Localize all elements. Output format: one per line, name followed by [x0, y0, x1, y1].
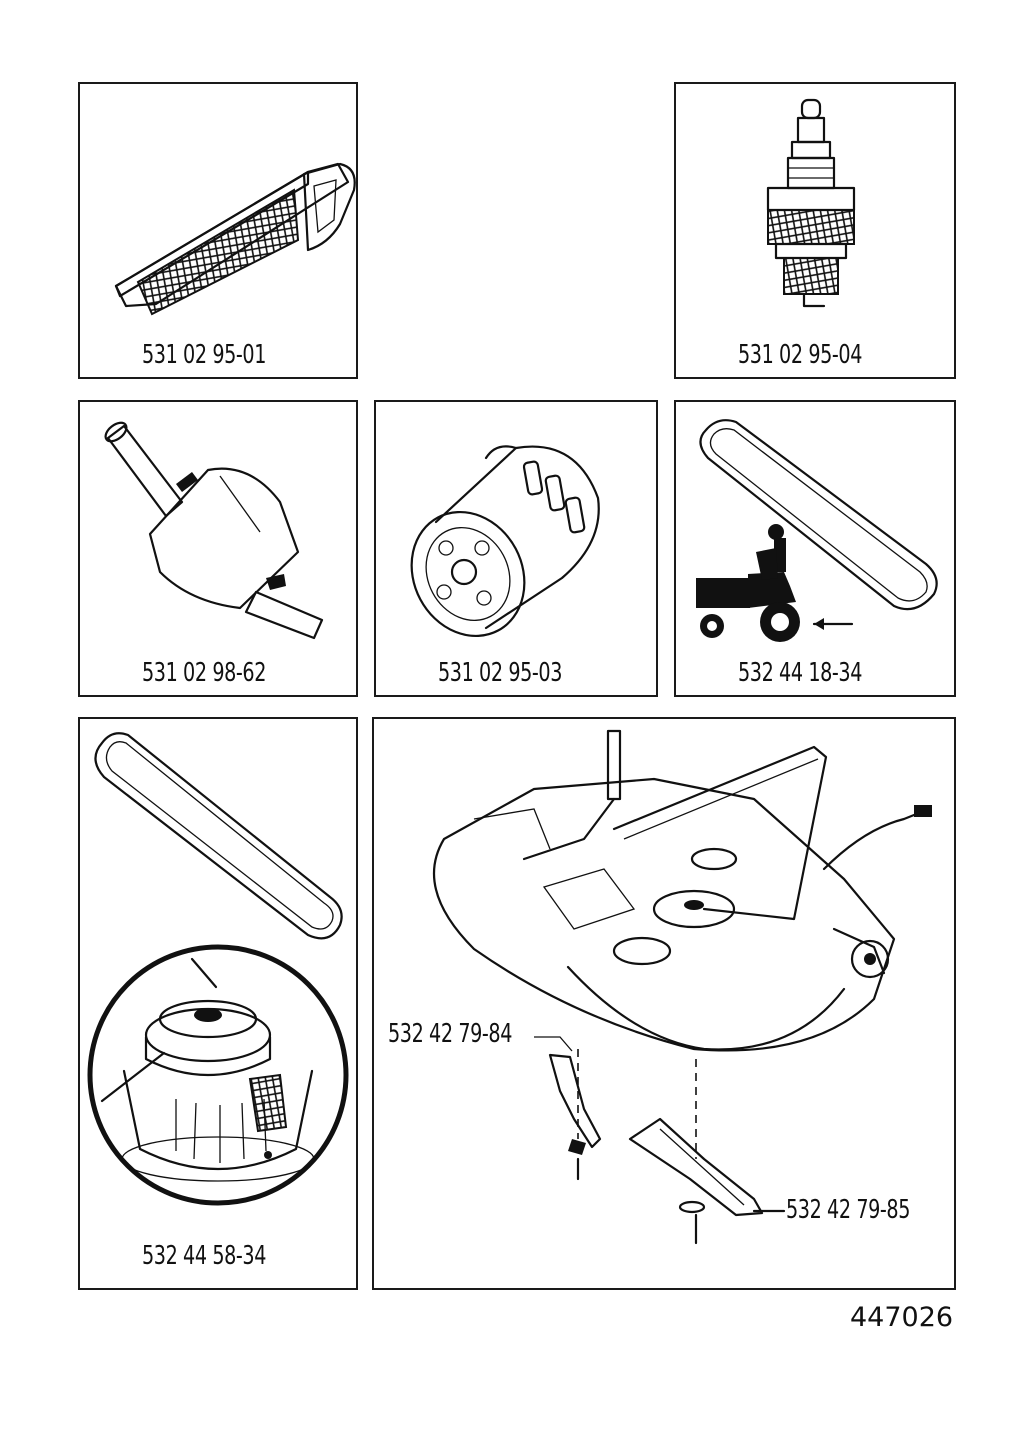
belt-icon [696, 419, 938, 642]
part-number-blade-left: 532 42 79-84 [388, 1019, 512, 1049]
pulley-icon [87, 732, 349, 1206]
part-number-oil-filter: 531 02 95-03 [438, 658, 562, 688]
panel-oil-filter: 531 02 95-03 [374, 400, 658, 697]
part-number-fuel-filter: 531 02 98-62 [142, 658, 266, 688]
part-number-spark-plug: 531 02 95-04 [738, 340, 862, 370]
spark-plug-icon [766, 98, 856, 308]
mower-deck-icon [432, 729, 932, 1245]
panel-mower-deck: 532 42 79-84 532 42 79-85 [372, 717, 956, 1290]
part-number-air-filter: 531 02 95-01 [142, 340, 266, 370]
part-number-blade-right: 532 42 79-85 [786, 1195, 910, 1225]
panel-fuel-filter: 531 02 98-62 [78, 400, 358, 697]
oil-filter-icon [410, 445, 600, 638]
panel-spark-plug: 531 02 95-04 [674, 82, 956, 379]
fuel-filter-icon [104, 421, 324, 640]
part-number-drive-belt: 532 44 18-34 [738, 658, 862, 688]
blade-icon [548, 1053, 786, 1245]
part-number-deck-belt-pulley: 532 44 58-34 [142, 1241, 266, 1271]
panel-air-filter: 531 02 95-01 [78, 82, 358, 379]
belt-icon [94, 732, 343, 940]
document-number: 447026 [850, 1302, 954, 1333]
air-filter-icon [114, 162, 356, 316]
panel-drive-belt: 532 44 18-34 [674, 400, 956, 697]
riding-mower-icon [696, 524, 854, 642]
panel-deck-belt-pulley: 532 44 58-34 [78, 717, 358, 1290]
